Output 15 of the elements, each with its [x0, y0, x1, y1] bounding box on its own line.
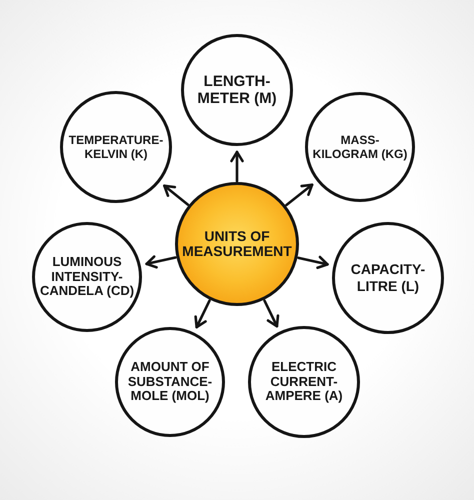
circle-label: TEMPERATURE- KELVIN (K)	[68, 132, 164, 162]
circle-label: AMOUNT OF SUBSTANCE- MOLE (MOL)	[126, 360, 214, 404]
arrow	[163, 184, 190, 206]
arrow	[285, 183, 314, 206]
circle-label: MASS- KILOGRAM (KG)	[312, 132, 408, 162]
arrow	[230, 150, 244, 182]
arrow	[263, 299, 280, 328]
arrow	[145, 255, 177, 269]
circle-label: ELECTRIC CURRENT- AMPERE (A)	[264, 360, 344, 404]
circle-label: LUMINOUS INTENSITY- CANDELA (CD)	[38, 254, 136, 300]
arrow	[194, 299, 211, 328]
circle-label: UNITS OF MEASUREMENT	[181, 228, 293, 260]
circle-label: CAPACITY- LITRE (L)	[350, 261, 426, 295]
arrow	[297, 256, 329, 270]
circle-label: LENGTH- METER (M)	[196, 72, 278, 108]
